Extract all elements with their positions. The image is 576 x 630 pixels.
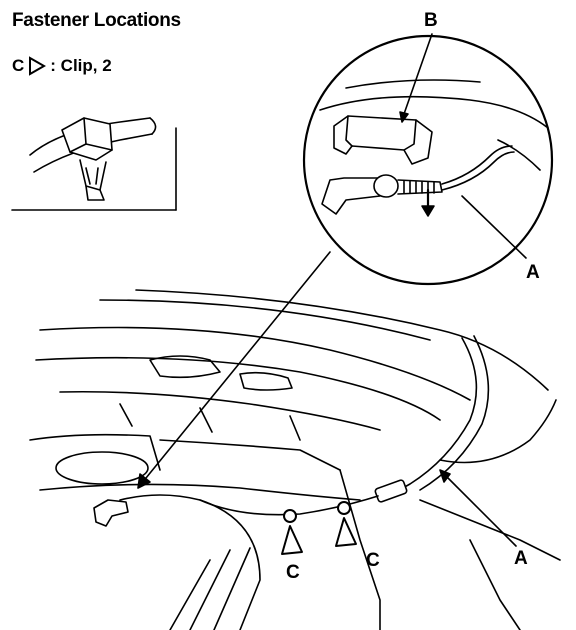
page-title: Fastener Locations [12, 10, 181, 31]
callout-b: B [424, 10, 438, 31]
zoom-leader [137, 251, 331, 489]
leader-b [399, 33, 433, 123]
callout-a-main: A [514, 548, 528, 569]
detail-circle [302, 34, 554, 286]
clip-inset [11, 117, 177, 211]
legend-letter: C [12, 56, 25, 75]
clip-marker-right [335, 501, 357, 547]
clip-triangle-icon [28, 56, 47, 76]
trunk-view [29, 289, 561, 630]
clip-marker-left [281, 509, 303, 555]
fastener-legend: C : Clip, 2 [12, 56, 112, 76]
legend-text: : Clip, 2 [50, 56, 112, 75]
callout-c-right: C [366, 550, 380, 571]
callout-a-detail: A [526, 262, 540, 283]
callout-c-left: C [286, 562, 300, 583]
